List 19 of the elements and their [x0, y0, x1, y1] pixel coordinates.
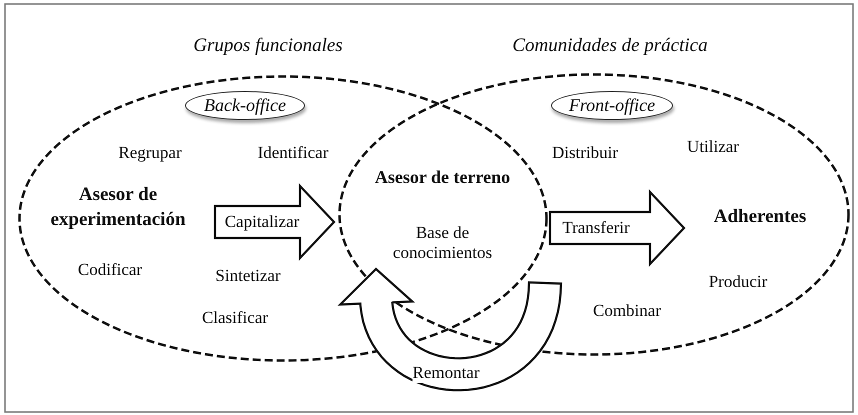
action-word: Regrupar [118, 143, 182, 163]
oval-tag: Front-office [551, 91, 673, 120]
edge-label: Capitalizar [224, 212, 300, 232]
action-word: Producir [708, 272, 768, 292]
body-text: Base de conocimientos [392, 223, 494, 262]
action-word: Identificar [258, 143, 328, 163]
action-word: Distribuir [552, 143, 618, 163]
action-word: Sintetizar [215, 266, 281, 286]
action-word: Codificar [78, 260, 142, 280]
group-heading: Comunidades de práctica [511, 35, 709, 57]
oval-tag: Back-office [185, 91, 305, 120]
actor-label: Adherentes [690, 205, 830, 233]
action-word: Combinar [593, 301, 661, 321]
action-word: Clasificar [202, 308, 268, 328]
block-arrow [338, 267, 562, 392]
action-word: Utilizar [687, 137, 739, 157]
actor-label: Asesor de experimentación [26, 183, 210, 235]
group-heading: Grupos funcionales [192, 35, 344, 57]
role-title: Asesor de terreno [374, 167, 512, 188]
